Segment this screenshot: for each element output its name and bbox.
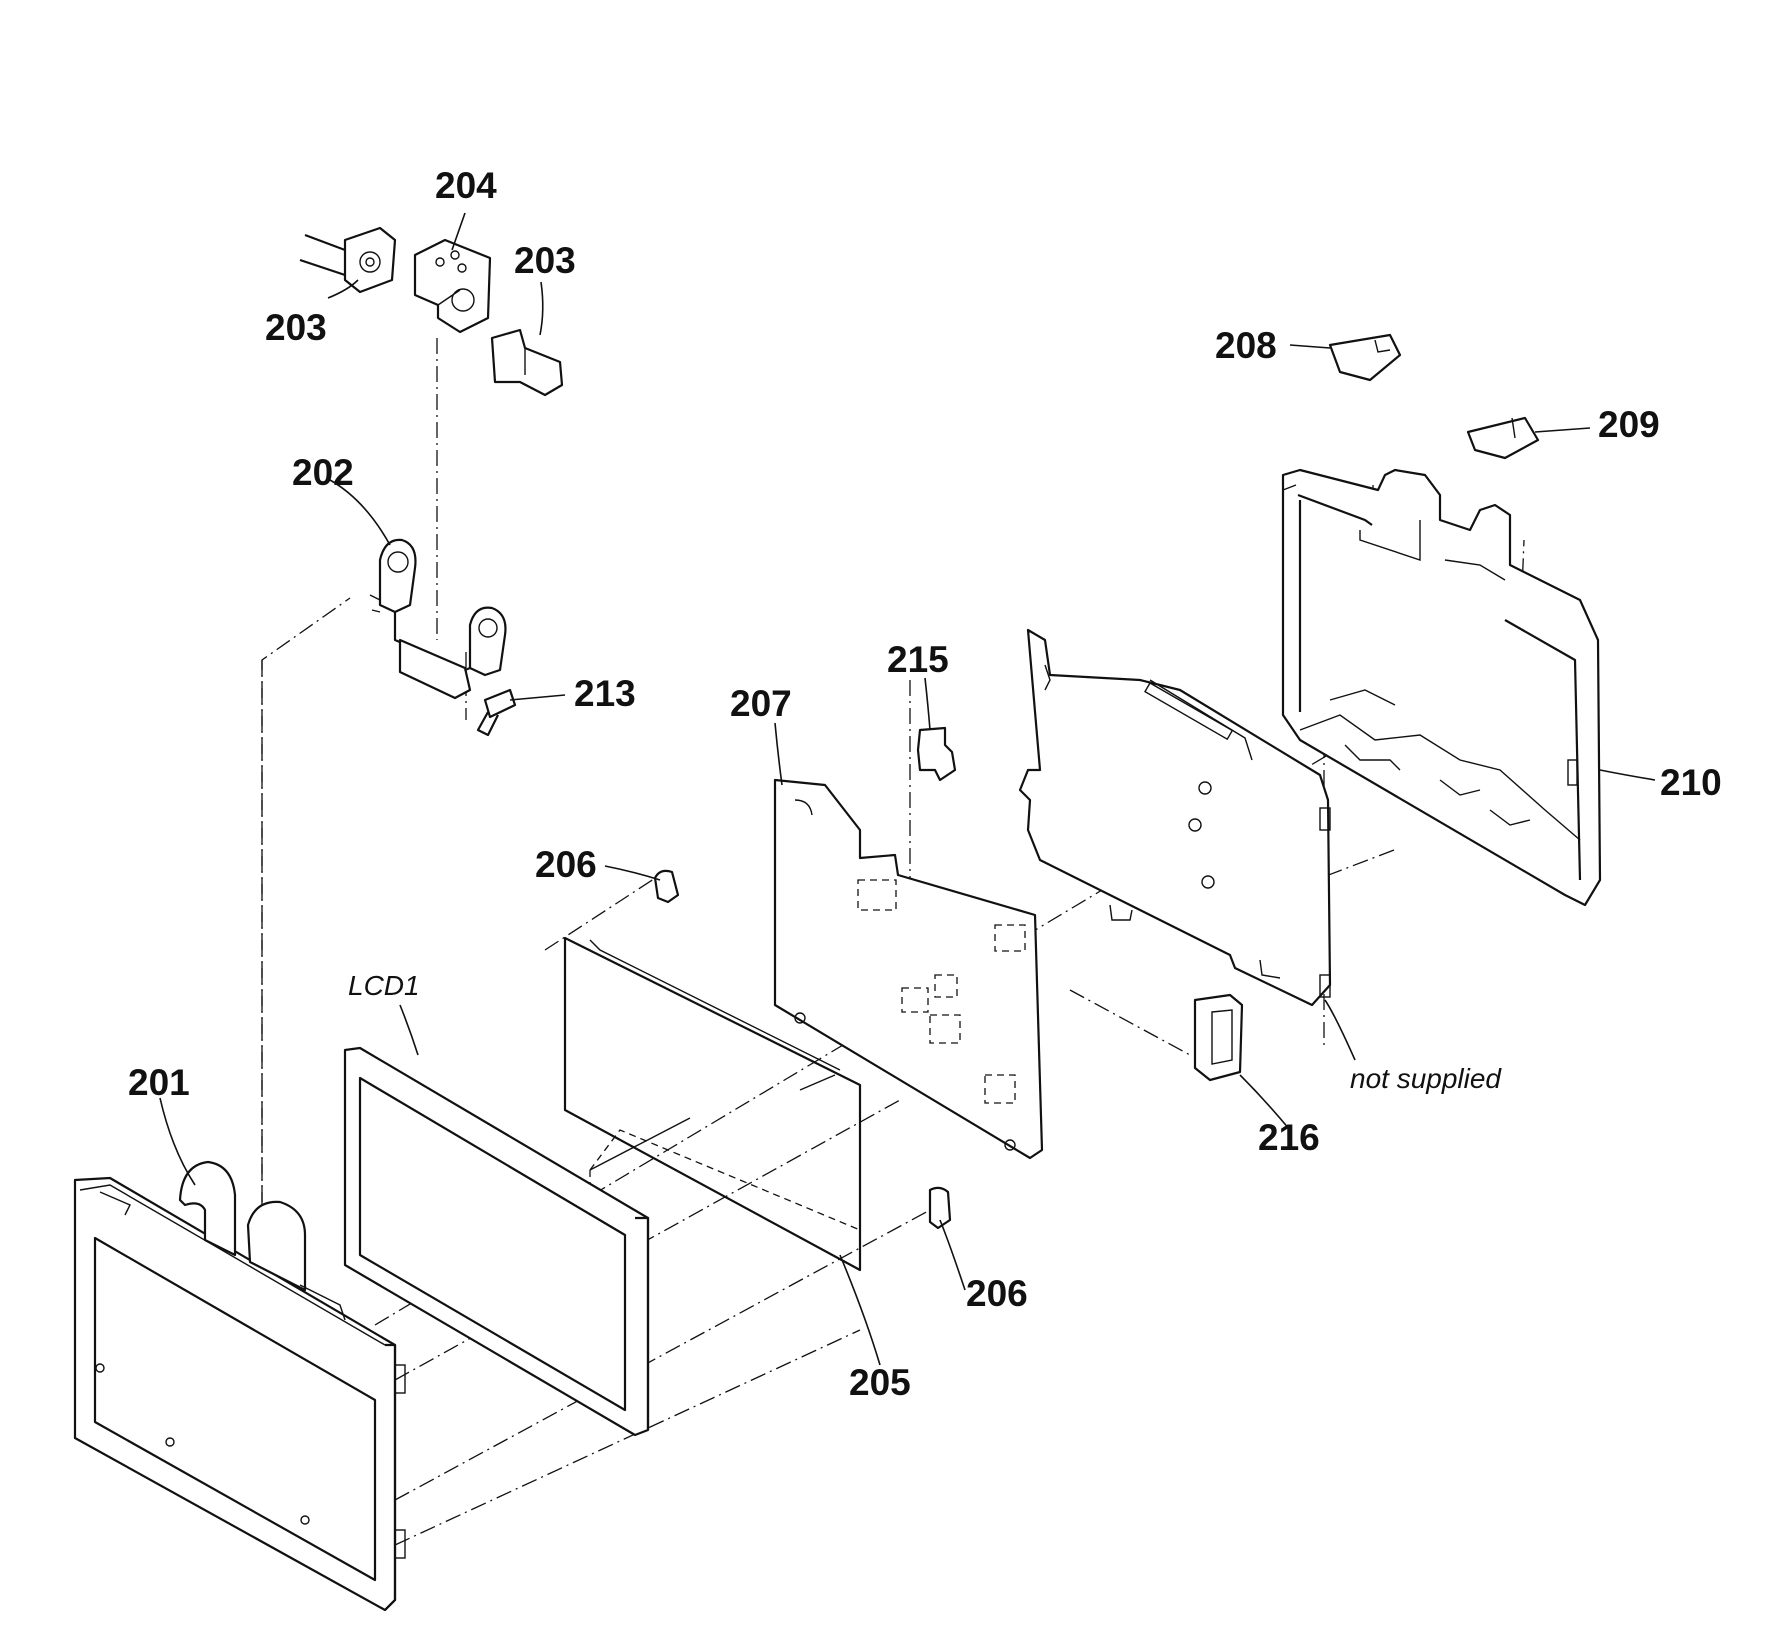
part-205-sheet [563,936,862,1272]
part-208-cap [1328,333,1402,382]
callout-204: 204 [435,165,497,206]
part-207-circuit-board [773,778,1044,1160]
callout-207: 207 [730,683,792,724]
callout-213: 213 [574,673,636,714]
callout-202: 202 [292,452,354,493]
callout-216: 216 [1258,1117,1320,1158]
callout-209: 209 [1598,404,1660,445]
part-204-hinge-block [413,238,492,334]
callout-labels: 201 202 203 204 203 205 206 206 207 208 … [128,165,1722,1403]
callout-206-lower: 206 [966,1273,1028,1314]
part-213-screw [476,688,517,737]
callout-203-left: 203 [265,307,327,348]
callout-205: 205 [849,1362,911,1403]
callout-208: 208 [1215,325,1277,366]
callout-leader-lines [159,212,1656,1366]
callout-201: 201 [128,1062,190,1103]
part-209-cap [1466,416,1540,460]
part-lcd1-panel [343,1046,650,1437]
callout-210: 210 [1660,762,1722,803]
part-215-bracket [916,726,957,782]
part-202-hinge [369,538,507,700]
part-201-front-frame [73,1160,406,1612]
callout-lcd1: LCD1 [348,970,420,1001]
callout-206-upper: 206 [535,844,597,885]
shield-plate-not-supplied [1018,628,1332,1007]
part-203-left-shaft [299,226,397,294]
callout-215: 215 [887,639,949,680]
note-not-supplied: not supplied [1350,1063,1502,1094]
part-216-cap [1193,993,1244,1082]
part-206-clips [653,869,952,1230]
callout-203-right: 203 [514,240,576,281]
part-203-right-shaft [490,328,564,397]
part-210-rear-cabinet [1281,468,1602,907]
